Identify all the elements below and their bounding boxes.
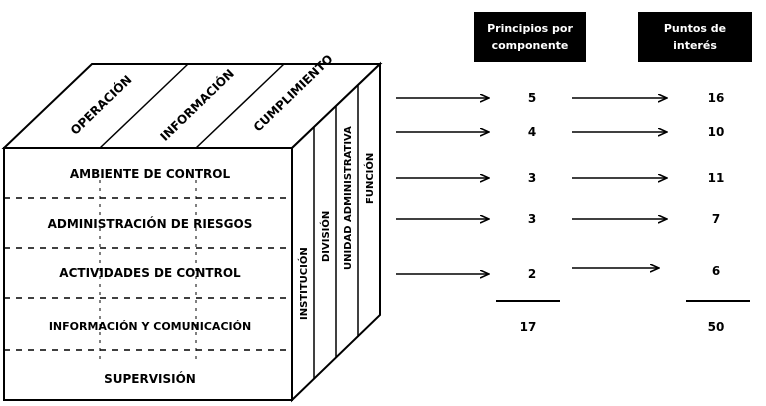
points-total-rule [686, 300, 750, 302]
points-value: 11 [707, 171, 725, 185]
principles-total-rule [496, 300, 560, 302]
row-label-supervision: SUPERVISIÓN [104, 371, 196, 386]
header-puntos-label: Puntos de interés [663, 22, 727, 52]
points-value: 7 [711, 212, 721, 226]
header-principios-label: Principios por componente [487, 22, 573, 52]
row-label-informacion-y-comunicacion: INFORMACIÓN Y COMUNICACIÓN [49, 320, 251, 333]
points-value: 10 [707, 125, 725, 139]
row-label-administracion-de-riesgos: ADMINISTRACIÓN DE RIESGOS [48, 216, 253, 231]
cube-front-face [3, 147, 293, 401]
header-puntos-de-interes: Puntos de interés [638, 12, 752, 62]
principles-value: 3 [527, 212, 537, 226]
side-label-funcion: FUNCIÓN [363, 153, 376, 204]
points-value: 16 [707, 91, 725, 105]
principles-value: 5 [527, 91, 537, 105]
principles-value: 4 [527, 125, 537, 139]
side-label-division: DIVISIÓN [319, 211, 332, 262]
cube-top-divider [99, 63, 189, 149]
principles-total: 17 [519, 320, 537, 334]
cube-top-divider [195, 63, 285, 149]
side-label-institucion: INSTITUCIÓN [297, 247, 310, 320]
side-label-unidad-administrativa: UNIDAD ADMINISTRATIVA [343, 126, 354, 270]
principles-value: 3 [527, 171, 537, 185]
header-principios-por-componente: Principios por componente [474, 12, 586, 62]
points-value: 6 [711, 264, 721, 278]
principles-value: 2 [527, 267, 537, 281]
row-label-actividades-de-control: ACTIVIDADES DE CONTROL [59, 266, 241, 280]
row-label-ambiente-de-control: AMBIENTE DE CONTROL [70, 167, 231, 181]
points-total: 50 [707, 320, 725, 334]
